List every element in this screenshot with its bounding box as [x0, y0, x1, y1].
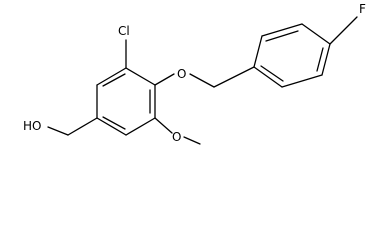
fluorophenyl-ring: [253, 23, 331, 88]
bond-ring2-f: [329, 16, 358, 45]
label-hydroxyl: HO: [23, 119, 41, 133]
bond-ring-ch2: [67, 117, 98, 136]
bond-ch2-aryl: [213, 66, 255, 88]
bond-ether-o-ch2: [189, 73, 215, 88]
ring-bond-c1-c2: [125, 67, 156, 86]
ring-bond-c3-c4: [125, 117, 156, 136]
ring2-bond-6: [253, 66, 283, 88]
ring-double-bond-c4-c5: [102, 116, 126, 130]
bond-ring-methoxy-o: [154, 117, 173, 134]
ring-bond-c4-c5: [96, 117, 127, 136]
label-methoxy-oxygen: O: [172, 130, 181, 144]
ring2-bond-3: [301, 23, 331, 45]
ring2-bond-5: [281, 74, 323, 88]
ring2-bond-4: [321, 43, 331, 76]
ring2-double-bond-b: [316, 47, 324, 72]
ring2-bond-1: [253, 35, 263, 68]
bond-methoxy-o-ch3: [183, 136, 201, 145]
ring-bond-c6-c1: [96, 67, 127, 86]
ring2-double-bond-c: [260, 65, 284, 82]
central-ring: [96, 67, 156, 136]
ring2-double-bond-a: [265, 30, 299, 42]
label-chlorine: Cl: [118, 24, 130, 38]
structure-diagram: Cl O F HO O: [23, 2, 366, 145]
bond-ch2-oh: [47, 126, 69, 136]
label-fluorine: F: [359, 2, 366, 16]
label-ether-oxygen: O: [177, 67, 186, 81]
ring2-bond-2: [261, 23, 303, 37]
bond-ring-ether-o: [154, 73, 175, 86]
ring-double-bond-c6-c1: [102, 73, 126, 87]
